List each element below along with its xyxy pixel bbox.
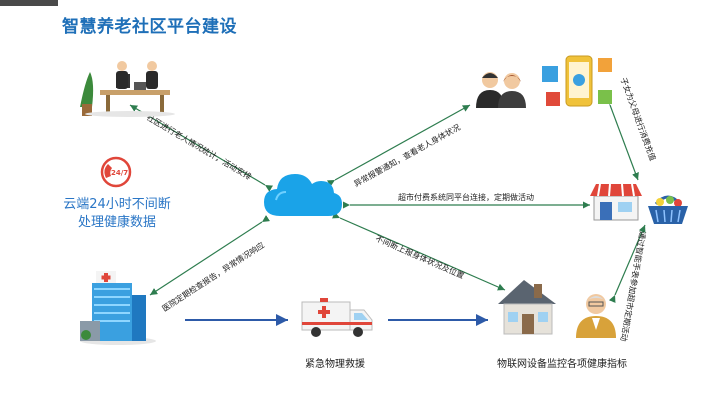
arrow-cloud-family [326,104,471,187]
ambulance-icon [300,296,374,340]
cloud-icon [262,170,344,220]
arrow-cloud-hospital [149,215,270,296]
family-members-icon [470,68,532,110]
arrow-home-cloud [331,211,506,291]
corner-bar [0,0,58,6]
24-7-service-icon: 24/7 [100,156,132,188]
hospital-icon [76,265,156,345]
office-workers-icon [70,52,175,117]
shopping-basket-icon [646,192,690,226]
home-icon [494,276,560,338]
arrow-family-supermarket [604,96,639,181]
supermarket-icon [590,182,642,222]
arrow-elder-supermarket [608,224,646,304]
edge-label-cloud-supermarket: 超市付费系统同平台连接，定期做活动 [398,193,534,202]
mobile-payment-icon [542,52,614,114]
home-caption: 物联网设备监控各项健康指标 [497,359,627,370]
svg-text:24/7: 24/7 [111,169,128,177]
cloud-service-line-2: 处理健康数据 [77,215,156,230]
page-title: 智慧养老社区平台建设 [62,17,237,37]
cloud-service-line-1: 云端24小时不间断 [63,197,171,212]
cloud-service-text: 云端24小时不间断 处理健康数据 [52,196,182,232]
arrow-cloud-community [129,104,274,192]
ambulance-caption: 紧急物理救援 [305,359,365,370]
elderly-person-icon [574,290,618,338]
